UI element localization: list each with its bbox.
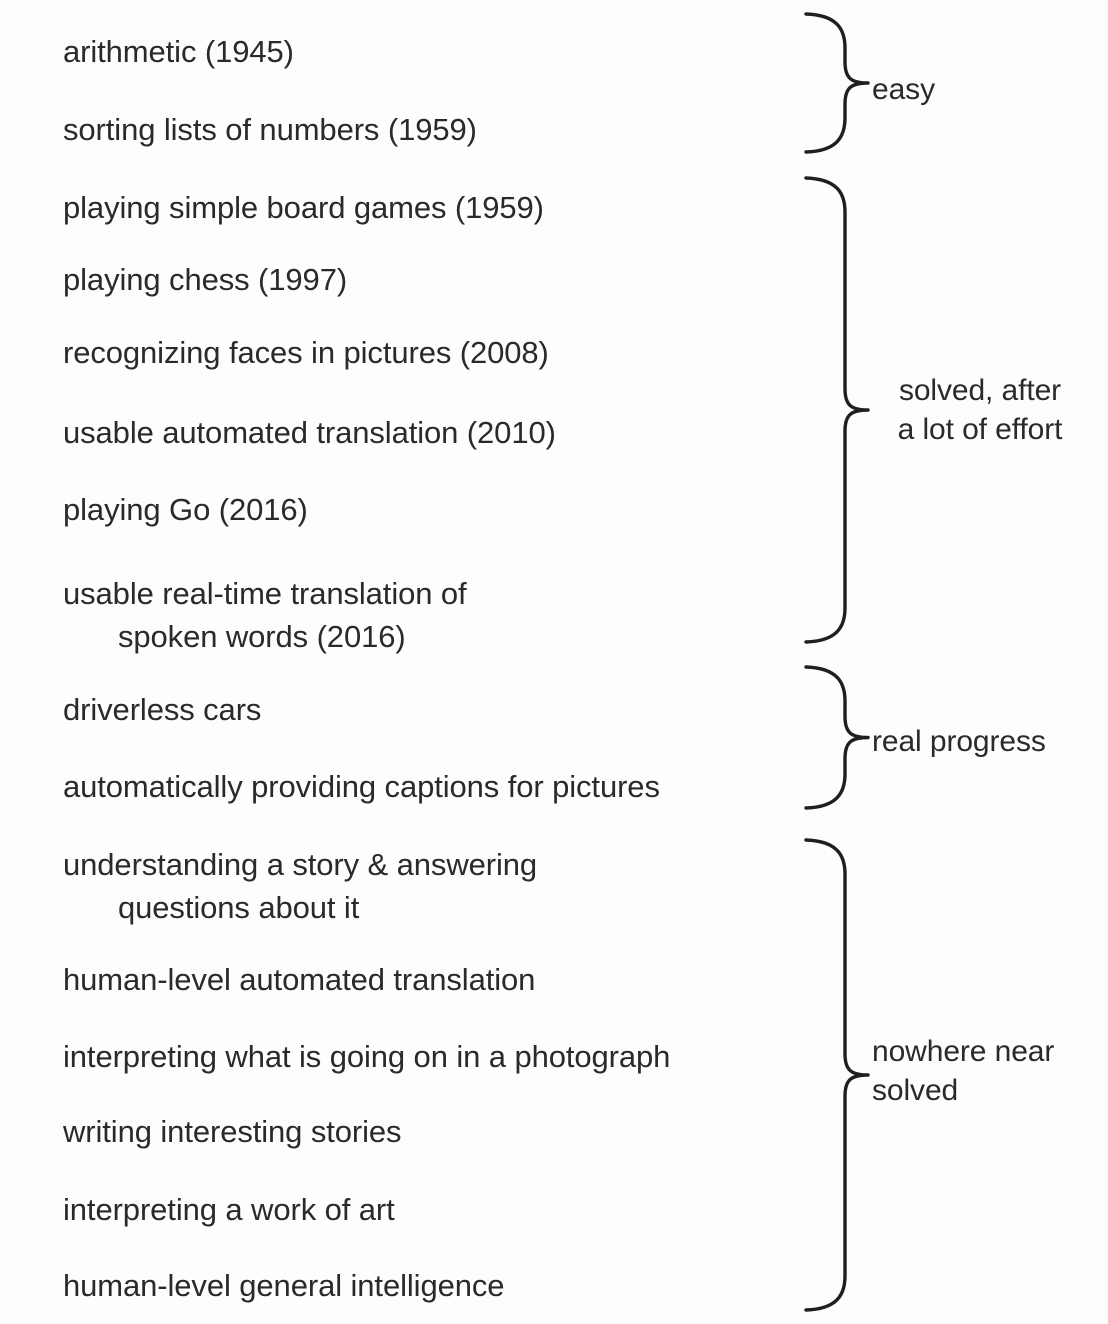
task-item-arithmetic: arithmetic (1945) bbox=[63, 30, 294, 73]
task-label: interpreting what is going on in a photo… bbox=[63, 1039, 671, 1074]
task-label: playing Go (2016) bbox=[63, 492, 308, 527]
task-label-continuation: spoken words (2016) bbox=[118, 619, 406, 654]
brace-label-line1: nowhere near bbox=[872, 1035, 1055, 1068]
task-item-auto-captions: automatically providing captions for pic… bbox=[63, 765, 660, 808]
task-label: understanding a story & answering bbox=[63, 847, 538, 882]
brace-label-line2: a lot of effort bbox=[897, 413, 1063, 446]
brace-label-nowhere-near-solved: nowhere near solved bbox=[872, 1032, 1104, 1110]
task-label: playing chess (1997) bbox=[63, 262, 348, 297]
task-item-simple-board-games: playing simple board games (1959) bbox=[63, 186, 544, 229]
task-item-realtime-translation: usable real-time translation of spoken wo… bbox=[63, 572, 467, 658]
task-label: sorting lists of numbers (1959) bbox=[63, 112, 477, 147]
task-item-photo-interpretation: interpreting what is going on in a photo… bbox=[63, 1035, 670, 1078]
task-label: interpreting a work of art bbox=[63, 1192, 395, 1227]
task-item-art-interpretation: interpreting a work of art bbox=[63, 1188, 395, 1231]
brace-label-real-progress: real progress bbox=[872, 722, 1104, 761]
task-item-agi: human-level general intelligence bbox=[63, 1264, 505, 1307]
task-label: usable real-time translation of bbox=[63, 576, 467, 611]
task-item-automated-translation: usable automated translation (2010) bbox=[63, 411, 556, 454]
task-label: arithmetic (1945) bbox=[63, 34, 294, 69]
task-item-driverless-cars: driverless cars bbox=[63, 688, 261, 731]
task-label-continuation: questions about it bbox=[118, 890, 360, 925]
task-item-story-understanding: understanding a story & answering questio… bbox=[63, 843, 537, 929]
task-label: usable automated translation (2010) bbox=[63, 415, 556, 450]
brace-label-line2: solved bbox=[872, 1074, 959, 1107]
brace-label-easy: easy bbox=[872, 70, 1104, 109]
task-item-playing-go: playing Go (2016) bbox=[63, 488, 308, 531]
brace-label-line1: solved, after bbox=[898, 374, 1062, 407]
task-item-face-recognition: recognizing faces in pictures (2008) bbox=[63, 331, 549, 374]
brace-label-line1: easy bbox=[872, 73, 935, 106]
task-label: driverless cars bbox=[63, 692, 262, 727]
task-item-human-translation: human-level automated translation bbox=[63, 958, 535, 1001]
task-label: writing interesting stories bbox=[63, 1114, 402, 1149]
task-item-sorting-lists: sorting lists of numbers (1959) bbox=[63, 108, 477, 151]
task-item-chess: playing chess (1997) bbox=[63, 258, 347, 301]
task-label: human-level automated translation bbox=[63, 962, 536, 997]
task-item-writing-stories: writing interesting stories bbox=[63, 1110, 402, 1153]
task-label: automatically providing captions for pic… bbox=[63, 769, 660, 804]
brace-label-solved-after-effort: solved, after a lot of effort bbox=[872, 371, 1088, 449]
task-label: human-level general intelligence bbox=[63, 1268, 505, 1303]
brace-label-line1: real progress bbox=[872, 725, 1046, 758]
task-label: playing simple board games (1959) bbox=[63, 190, 544, 225]
task-list: arithmetic (1945) sorting lists of number… bbox=[63, 30, 670, 1307]
task-label: recognizing faces in pictures (2008) bbox=[63, 335, 549, 370]
